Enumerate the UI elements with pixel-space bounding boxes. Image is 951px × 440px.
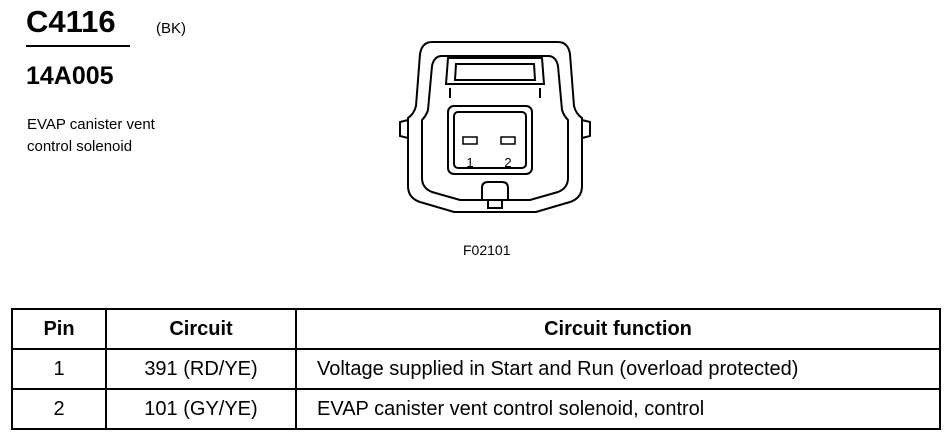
part-number: 14A005 (26, 62, 114, 90)
pin-1-label: 1 (466, 155, 473, 170)
table-row: 1 391 (RD/YE) Voltage supplied in Start … (11, 348, 941, 390)
connector-housing-inner (421, 55, 569, 201)
pin-2-terminal (500, 136, 516, 145)
connector-bottom-key (481, 181, 509, 200)
cell-pin: 1 (11, 348, 107, 390)
component-description: EVAP canister vent control solenoid (27, 114, 227, 158)
header-pin: Pin (11, 308, 107, 350)
connector-latch (444, 57, 546, 85)
connector-latch-inner (453, 63, 537, 81)
pinout-table: Pin Circuit Circuit function 1 391 (RD/Y… (11, 308, 941, 430)
pin-1-terminal (462, 136, 478, 145)
header-circuit-function: Circuit function (295, 308, 941, 350)
connector-side-key-left (399, 119, 409, 139)
cell-circuit: 101 (GY/YE) (105, 388, 297, 430)
title-underline (26, 45, 130, 47)
cell-circuit-function: Voltage supplied in Start and Run (overl… (295, 348, 941, 390)
pin-cavity-inner (453, 111, 527, 169)
table-header-row: Pin Circuit Circuit function (11, 308, 941, 350)
connector-face-diagram: 1 2 (399, 41, 591, 213)
connector-bottom-tab (487, 200, 503, 209)
description-line-1: EVAP canister vent (27, 116, 155, 133)
cell-circuit: 391 (RD/YE) (105, 348, 297, 390)
connector-side-key-right (581, 119, 591, 139)
header-circuit: Circuit (105, 308, 297, 350)
pin-cavity (447, 105, 533, 175)
table-row: 2 101 (GY/YE) EVAP canister vent control… (11, 388, 941, 430)
description-line-2: control solenoid (27, 138, 133, 155)
cell-circuit-function: EVAP canister vent control solenoid, con… (295, 388, 941, 430)
wire-color-code: (BK) (156, 20, 186, 37)
connector-housing-outer (407, 41, 583, 213)
figure-code: F02101 (463, 242, 511, 258)
pin-2-label: 2 (504, 155, 511, 170)
connector-id: C4116 (26, 4, 116, 39)
cell-pin: 2 (11, 388, 107, 430)
